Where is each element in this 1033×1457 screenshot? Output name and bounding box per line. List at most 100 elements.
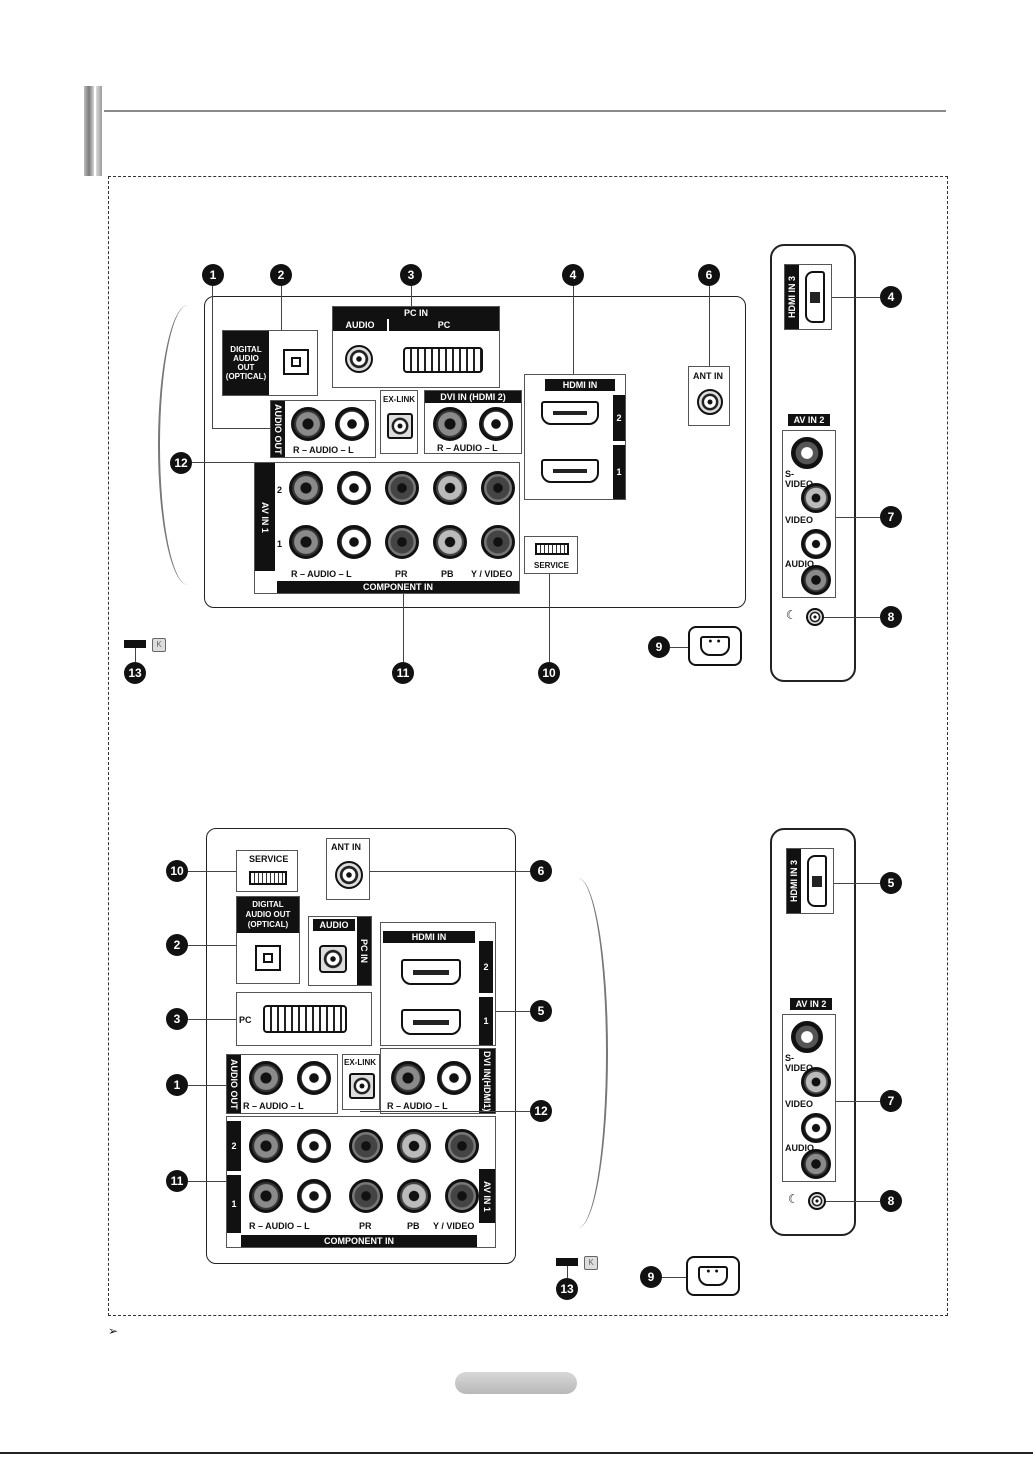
b-av1-pr-jack-icon[interactable] [349, 1179, 383, 1213]
av2-pb-jack-icon[interactable] [433, 471, 467, 505]
hdmi-port-1-icon[interactable] [541, 459, 599, 483]
b-ex-link-label: EX-LINK [344, 1058, 376, 1067]
av2-audio-r-jack-icon[interactable] [289, 471, 323, 505]
component-pb-label: PB [441, 569, 454, 579]
leader-line [567, 1266, 568, 1278]
b-av2-pb-jack-icon[interactable] [397, 1129, 431, 1163]
service-port-icon[interactable] [535, 543, 569, 555]
b-side-audio-r-jack-icon[interactable] [801, 1149, 831, 1179]
av1-pb-jack-icon[interactable] [433, 525, 467, 559]
b-pc-audio-jack-icon[interactable] [319, 945, 347, 973]
leader-line [709, 286, 710, 366]
av1-y-jack-icon[interactable] [481, 525, 515, 559]
av2-y-jack-icon[interactable] [481, 471, 515, 505]
ex-link-jack-icon[interactable] [387, 413, 413, 439]
b-service-port-icon[interactable] [249, 871, 287, 885]
cable-curve [158, 305, 218, 585]
cable-curve-bottom [548, 878, 608, 1228]
b-power-input-icon[interactable] [686, 1256, 740, 1296]
b-ex-link-block: EX-LINK [342, 1054, 380, 1110]
b-ant-in-jack-icon[interactable] [335, 861, 363, 889]
b-side-video-jack-icon[interactable] [801, 1067, 831, 1097]
leader-line [411, 286, 412, 306]
b-callout-10: 10 [166, 860, 188, 882]
av1-pr-jack-icon[interactable] [385, 525, 419, 559]
side-svideo-port-icon[interactable] [791, 437, 823, 469]
hdmi-in-block: HDMI IN 2 1 [524, 374, 626, 500]
av-row-2-label: 2 [277, 485, 283, 495]
b-hdmi-port-1-icon[interactable] [401, 1009, 461, 1035]
section-header-bar [84, 86, 94, 176]
dvi-in-block: DVI IN (HDMI 2) R – AUDIO – L [424, 390, 522, 454]
b-av1-audio-r-jack-icon[interactable] [249, 1179, 283, 1213]
av1-audio-l-jack-icon[interactable] [337, 525, 371, 559]
b-ex-link-jack-icon[interactable] [349, 1073, 375, 1099]
headphone-icon: ☾ [786, 608, 797, 622]
audio-out-l-jack-icon[interactable] [335, 407, 369, 441]
b-side-av-block: S- VIDEO VIDEO AUDIO [782, 1014, 836, 1182]
b-pc-vga-port-icon[interactable] [263, 1005, 347, 1033]
audio-out-block: AUDIO OUT R – AUDIO – L [270, 400, 376, 458]
side-headphone-jack-icon[interactable] [806, 608, 824, 626]
pc-in-block: PC IN AUDIO PC [332, 306, 500, 388]
b-digital-audio-out-label: DIGITAL AUDIO OUT (OPTICAL) [237, 897, 299, 933]
callout-10: 10 [538, 662, 560, 684]
leader-line [188, 945, 236, 946]
b-audio-out-l-jack-icon[interactable] [297, 1061, 331, 1095]
b-av1-y-jack-icon[interactable] [445, 1179, 479, 1213]
b-side-hdmi-port-icon[interactable] [807, 855, 827, 907]
component-y-label: Y / VIDEO [471, 569, 513, 579]
b-dvi-audio-r-jack-icon[interactable] [391, 1061, 425, 1095]
av-row-1-label: 1 [277, 539, 283, 549]
audio-out-rl-label: R – AUDIO – L [293, 445, 354, 455]
side-audio-r-jack-icon[interactable] [801, 565, 831, 595]
ex-link-block: EX-LINK [380, 390, 418, 454]
b-component-pr-label: PR [359, 1221, 372, 1231]
av2-audio-l-jack-icon[interactable] [337, 471, 371, 505]
b-kensington-slot-icon [556, 1258, 578, 1266]
av1-audio-r-jack-icon[interactable] [289, 525, 323, 559]
av2-pr-jack-icon[interactable] [385, 471, 419, 505]
b-side-svideo-port-icon[interactable] [791, 1021, 823, 1053]
b-side-headphone-jack-icon[interactable] [808, 1192, 826, 1210]
dvi-audio-rl-label: R – AUDIO – L [437, 443, 498, 453]
pc-vga-port-icon[interactable] [403, 347, 483, 373]
side-audio-l-jack-icon[interactable] [801, 529, 831, 559]
b-hdmi-port-2-icon[interactable] [401, 959, 461, 985]
b-callout-7: 7 [880, 1090, 902, 1112]
ant-in-jack-icon[interactable] [697, 389, 723, 415]
b-av2-audio-l-jack-icon[interactable] [297, 1129, 331, 1163]
b-av2-audio-r-jack-icon[interactable] [249, 1129, 283, 1163]
leader-line [834, 883, 880, 884]
audio-out-r-jack-icon[interactable] [291, 407, 325, 441]
side-video-jack-icon[interactable] [801, 483, 831, 513]
side-hdmi-port-icon[interactable] [805, 271, 825, 323]
ex-link-label: EX-LINK [383, 395, 415, 404]
b-dvi-audio-rl-label: R – AUDIO – L [387, 1101, 448, 1111]
dvi-audio-l-jack-icon[interactable] [479, 407, 513, 441]
b-av-component-block: 2 1 AV IN 1 R – AUDIO – L PR PB Y / VIDE… [226, 1116, 496, 1248]
b-audio-out-r-jack-icon[interactable] [249, 1061, 283, 1095]
b-dvi-audio-l-jack-icon[interactable] [437, 1061, 471, 1095]
b-digital-audio-block: DIGITAL AUDIO OUT (OPTICAL) [236, 896, 300, 984]
b-callout-8: 8 [880, 1190, 902, 1212]
pc-audio-jack-icon[interactable] [345, 345, 373, 373]
hdmi-port-2-icon[interactable] [541, 401, 599, 425]
av-component-block: AV IN 1 2 1 R – AUDIO – L PR PB Y / VIDE… [254, 462, 520, 594]
side-hdmi-block: HDMI IN 3 [784, 264, 832, 330]
b-component-in-label: COMPONENT IN [241, 1235, 477, 1247]
dvi-audio-r-jack-icon[interactable] [433, 407, 467, 441]
b-av1-pb-jack-icon[interactable] [397, 1179, 431, 1213]
b-av-row-2-label: 2 [227, 1121, 241, 1171]
b-av1-audio-l-jack-icon[interactable] [297, 1179, 331, 1213]
b-side-av-in-2-label: AV IN 2 [790, 998, 832, 1010]
kensington-slot-icon [124, 640, 146, 648]
b-optical-port-icon[interactable] [255, 945, 281, 971]
b-av2-pr-jack-icon[interactable] [349, 1129, 383, 1163]
service-block: SERVICE [524, 536, 578, 574]
optical-port-icon[interactable] [283, 349, 309, 375]
power-input-icon[interactable] [688, 626, 742, 666]
b-av2-y-jack-icon[interactable] [445, 1129, 479, 1163]
b-av-in-1-label: AV IN 1 [479, 1169, 495, 1223]
b-side-audio-l-jack-icon[interactable] [801, 1113, 831, 1143]
